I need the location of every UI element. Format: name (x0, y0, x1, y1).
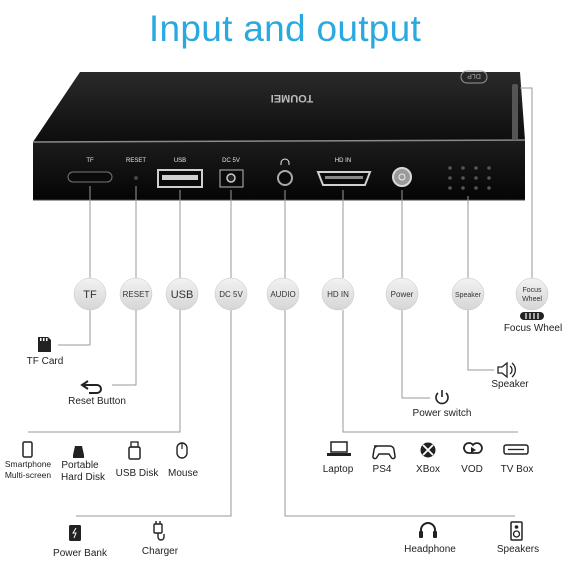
circle-tf: TF (83, 289, 97, 301)
panel-label-usb: USB (174, 158, 186, 164)
sd-card-icon (38, 337, 51, 352)
projector-top (33, 72, 525, 142)
xbox-icon (420, 442, 436, 458)
label-portable: Portable (61, 460, 99, 471)
port-circles: TF RESET USB DC 5V AUDIO HD IN Power Spe… (73, 277, 549, 311)
usb-port-tongue (162, 175, 198, 180)
label-speakers: Speakers (497, 544, 539, 555)
tf-slot (67, 171, 113, 183)
dlp-badge-label: DLP (467, 72, 481, 79)
brand-logo: TOUMEI (271, 92, 314, 104)
headphone-icon (419, 522, 437, 538)
circle-focus-line1: Focus (522, 287, 542, 294)
projector: TOUMEI DLP TF RESET USB DC 5V HD IN (32, 70, 526, 201)
page-title: Input and output (148, 8, 422, 49)
audio-jack (277, 170, 293, 186)
smartphone-icon (22, 441, 33, 458)
panel-label-reset: RESET (126, 158, 146, 164)
mouse-icon (176, 442, 188, 459)
label-laptop: Laptop (323, 464, 354, 475)
label-charger: Charger (142, 546, 179, 557)
label-smartphone: Smartphone (5, 459, 52, 469)
hard-disk-icon (73, 446, 84, 458)
label-mouse: Mouse (168, 468, 198, 479)
label-usb-disk: USB Disk (116, 468, 160, 479)
panel-label-dc: DC 5V (222, 158, 240, 164)
power-icon (435, 390, 449, 405)
circle-reset: RESET (123, 290, 150, 299)
label-focus-wheel: Focus Wheel (504, 323, 562, 334)
label-power-switch: Power switch (413, 408, 472, 419)
vod-icon (463, 442, 483, 454)
reset-hole (134, 176, 138, 180)
circle-power: Power (391, 290, 414, 299)
label-vod: VOD (461, 464, 483, 475)
circle-audio: AUDIO (270, 290, 295, 299)
label-headphone: Headphone (404, 544, 456, 555)
label-ps4: PS4 (373, 464, 392, 475)
power-bank-icon (69, 525, 81, 541)
label-multi-screen: Multi-screen (5, 470, 52, 480)
tv-box-icon (503, 444, 529, 455)
label-power-bank: Power Bank (53, 548, 108, 559)
label-xbox: XBox (416, 464, 440, 475)
headphone-panel-icon (280, 158, 290, 165)
speakers-icon (510, 521, 523, 541)
charger-icon (153, 521, 165, 541)
laptop-icon (327, 441, 351, 456)
label-hard-disk: Hard Disk (61, 472, 106, 483)
speaker-grille (448, 166, 491, 190)
panel-label-tf: TF (86, 158, 94, 164)
label-tf-card: TF Card (27, 356, 64, 367)
speaker-icon (497, 361, 516, 379)
circle-speaker: Speaker (455, 292, 482, 299)
circle-usb: USB (171, 289, 194, 301)
reset-arrow-icon (80, 380, 102, 394)
power-button (392, 167, 412, 187)
label-tv-box: TV Box (501, 464, 534, 475)
label-reset-button: Reset Button (68, 396, 126, 407)
gamepad-icon (372, 445, 396, 460)
connector-lines (28, 87, 533, 517)
panel-label-hdin: HD IN (335, 158, 351, 164)
circle-hdin: HD IN (327, 290, 349, 299)
circle-dc: DC 5V (219, 290, 243, 299)
usb-disk-icon (128, 441, 141, 460)
focus-wheel-icon (520, 312, 544, 320)
label-speaker: Speaker (491, 379, 529, 390)
projector-front-panel (33, 140, 525, 200)
dlp-badge (460, 70, 488, 84)
circle-focus-line2: Wheel (522, 296, 542, 303)
focus-wheel-edge (512, 84, 518, 140)
